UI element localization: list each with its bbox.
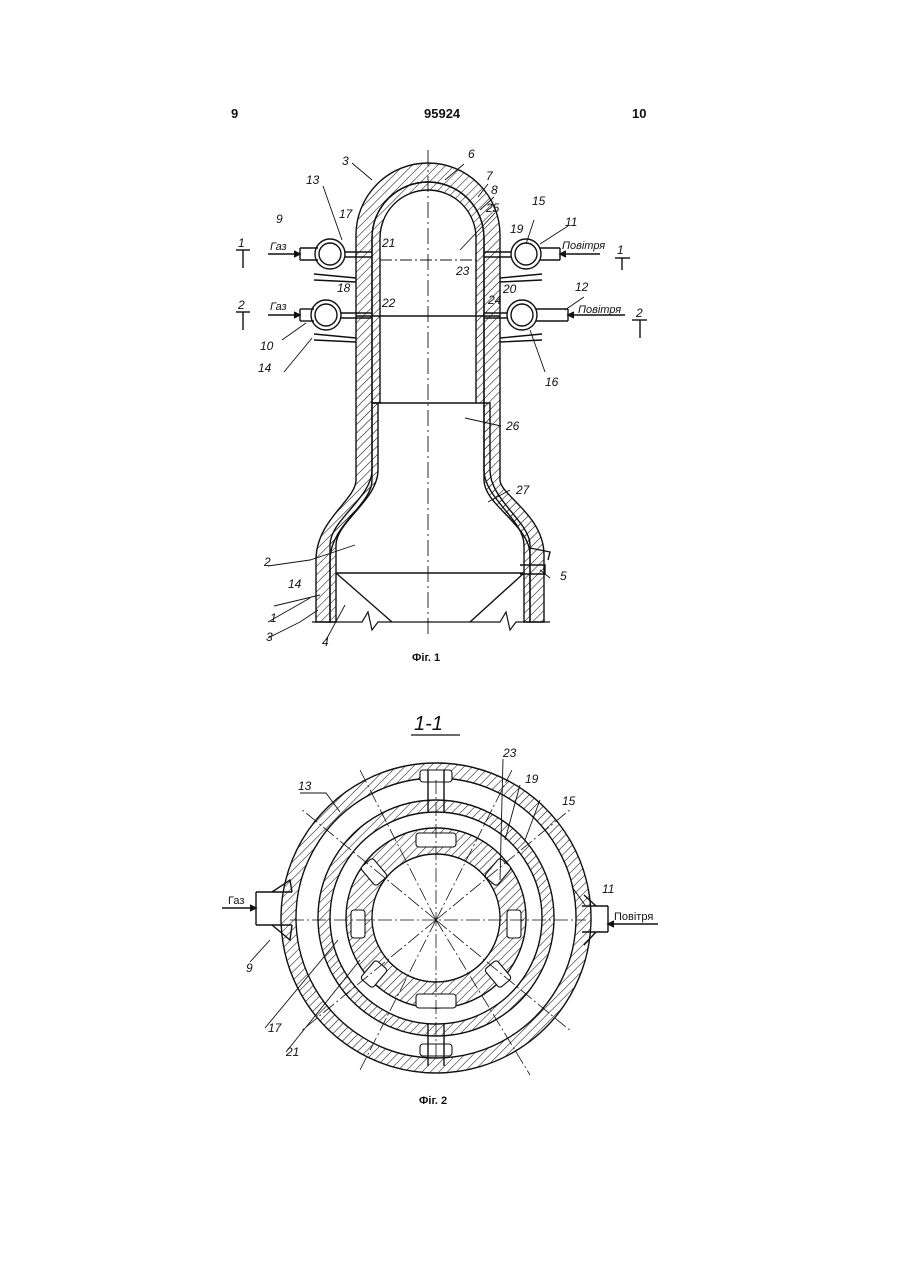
label-17-section: 17 bbox=[268, 1021, 283, 1035]
label-12: 12 bbox=[575, 280, 589, 294]
label-24: 24 bbox=[487, 293, 502, 307]
label-6: 6 bbox=[468, 147, 475, 161]
label-25: 25 bbox=[485, 201, 500, 215]
label-13: 13 bbox=[306, 173, 320, 187]
label-18: 18 bbox=[337, 281, 351, 295]
section-title: 1-1 bbox=[414, 713, 443, 735]
label-8: 8 bbox=[491, 183, 498, 197]
label-16: 16 bbox=[545, 375, 559, 389]
label-15: 15 bbox=[532, 194, 546, 208]
label-14-bottom: 14 bbox=[288, 577, 302, 591]
section-marker-2-right: 2 bbox=[635, 306, 643, 320]
figure-1 bbox=[236, 150, 647, 640]
label-23: 23 bbox=[455, 264, 470, 278]
label-15-section: 15 bbox=[562, 794, 576, 808]
label-air-2: Повітря bbox=[578, 304, 621, 316]
section-marker-2-left: 2 bbox=[237, 298, 245, 312]
label-gas-section: Газ bbox=[228, 895, 244, 907]
label-21: 21 bbox=[381, 236, 395, 250]
label-21-section: 21 bbox=[285, 1045, 299, 1059]
label-17: 17 bbox=[339, 207, 354, 221]
label-3-bottom: 3 bbox=[266, 630, 273, 644]
label-5: 5 bbox=[560, 569, 567, 583]
section-marker-1-right: 1 bbox=[617, 243, 624, 257]
figure-1-caption: Фіг. 1 bbox=[412, 652, 440, 664]
label-19: 19 bbox=[510, 222, 524, 236]
label-11: 11 bbox=[565, 215, 577, 229]
label-gas-1: Газ bbox=[270, 241, 287, 253]
label-14-top: 14 bbox=[258, 361, 272, 375]
label-9: 9 bbox=[276, 212, 283, 226]
label-10: 10 bbox=[260, 339, 274, 353]
label-4: 4 bbox=[322, 635, 329, 649]
label-air-section: Повітря bbox=[614, 911, 653, 923]
label-air-1: Повітря bbox=[562, 240, 605, 252]
label-20: 20 bbox=[502, 282, 517, 296]
label-13-section: 13 bbox=[298, 779, 312, 793]
label-7: 7 bbox=[486, 169, 494, 183]
label-3-top: 3 bbox=[342, 154, 349, 168]
label-23-section: 23 bbox=[502, 746, 517, 760]
label-26: 26 bbox=[505, 419, 520, 433]
label-22: 22 bbox=[381, 296, 396, 310]
figure-2 bbox=[222, 759, 658, 1075]
label-9-section: 9 bbox=[246, 961, 253, 975]
label-19-section: 19 bbox=[525, 772, 539, 786]
label-gas-2: Газ bbox=[270, 301, 287, 313]
label-27: 27 bbox=[515, 483, 531, 497]
label-11-section: 11 bbox=[602, 882, 614, 896]
figure-2-caption: Фіг. 2 bbox=[419, 1095, 447, 1107]
section-marker-1-left: 1 bbox=[238, 236, 245, 250]
label-2: 2 bbox=[263, 555, 271, 569]
label-1: 1 bbox=[270, 611, 277, 625]
